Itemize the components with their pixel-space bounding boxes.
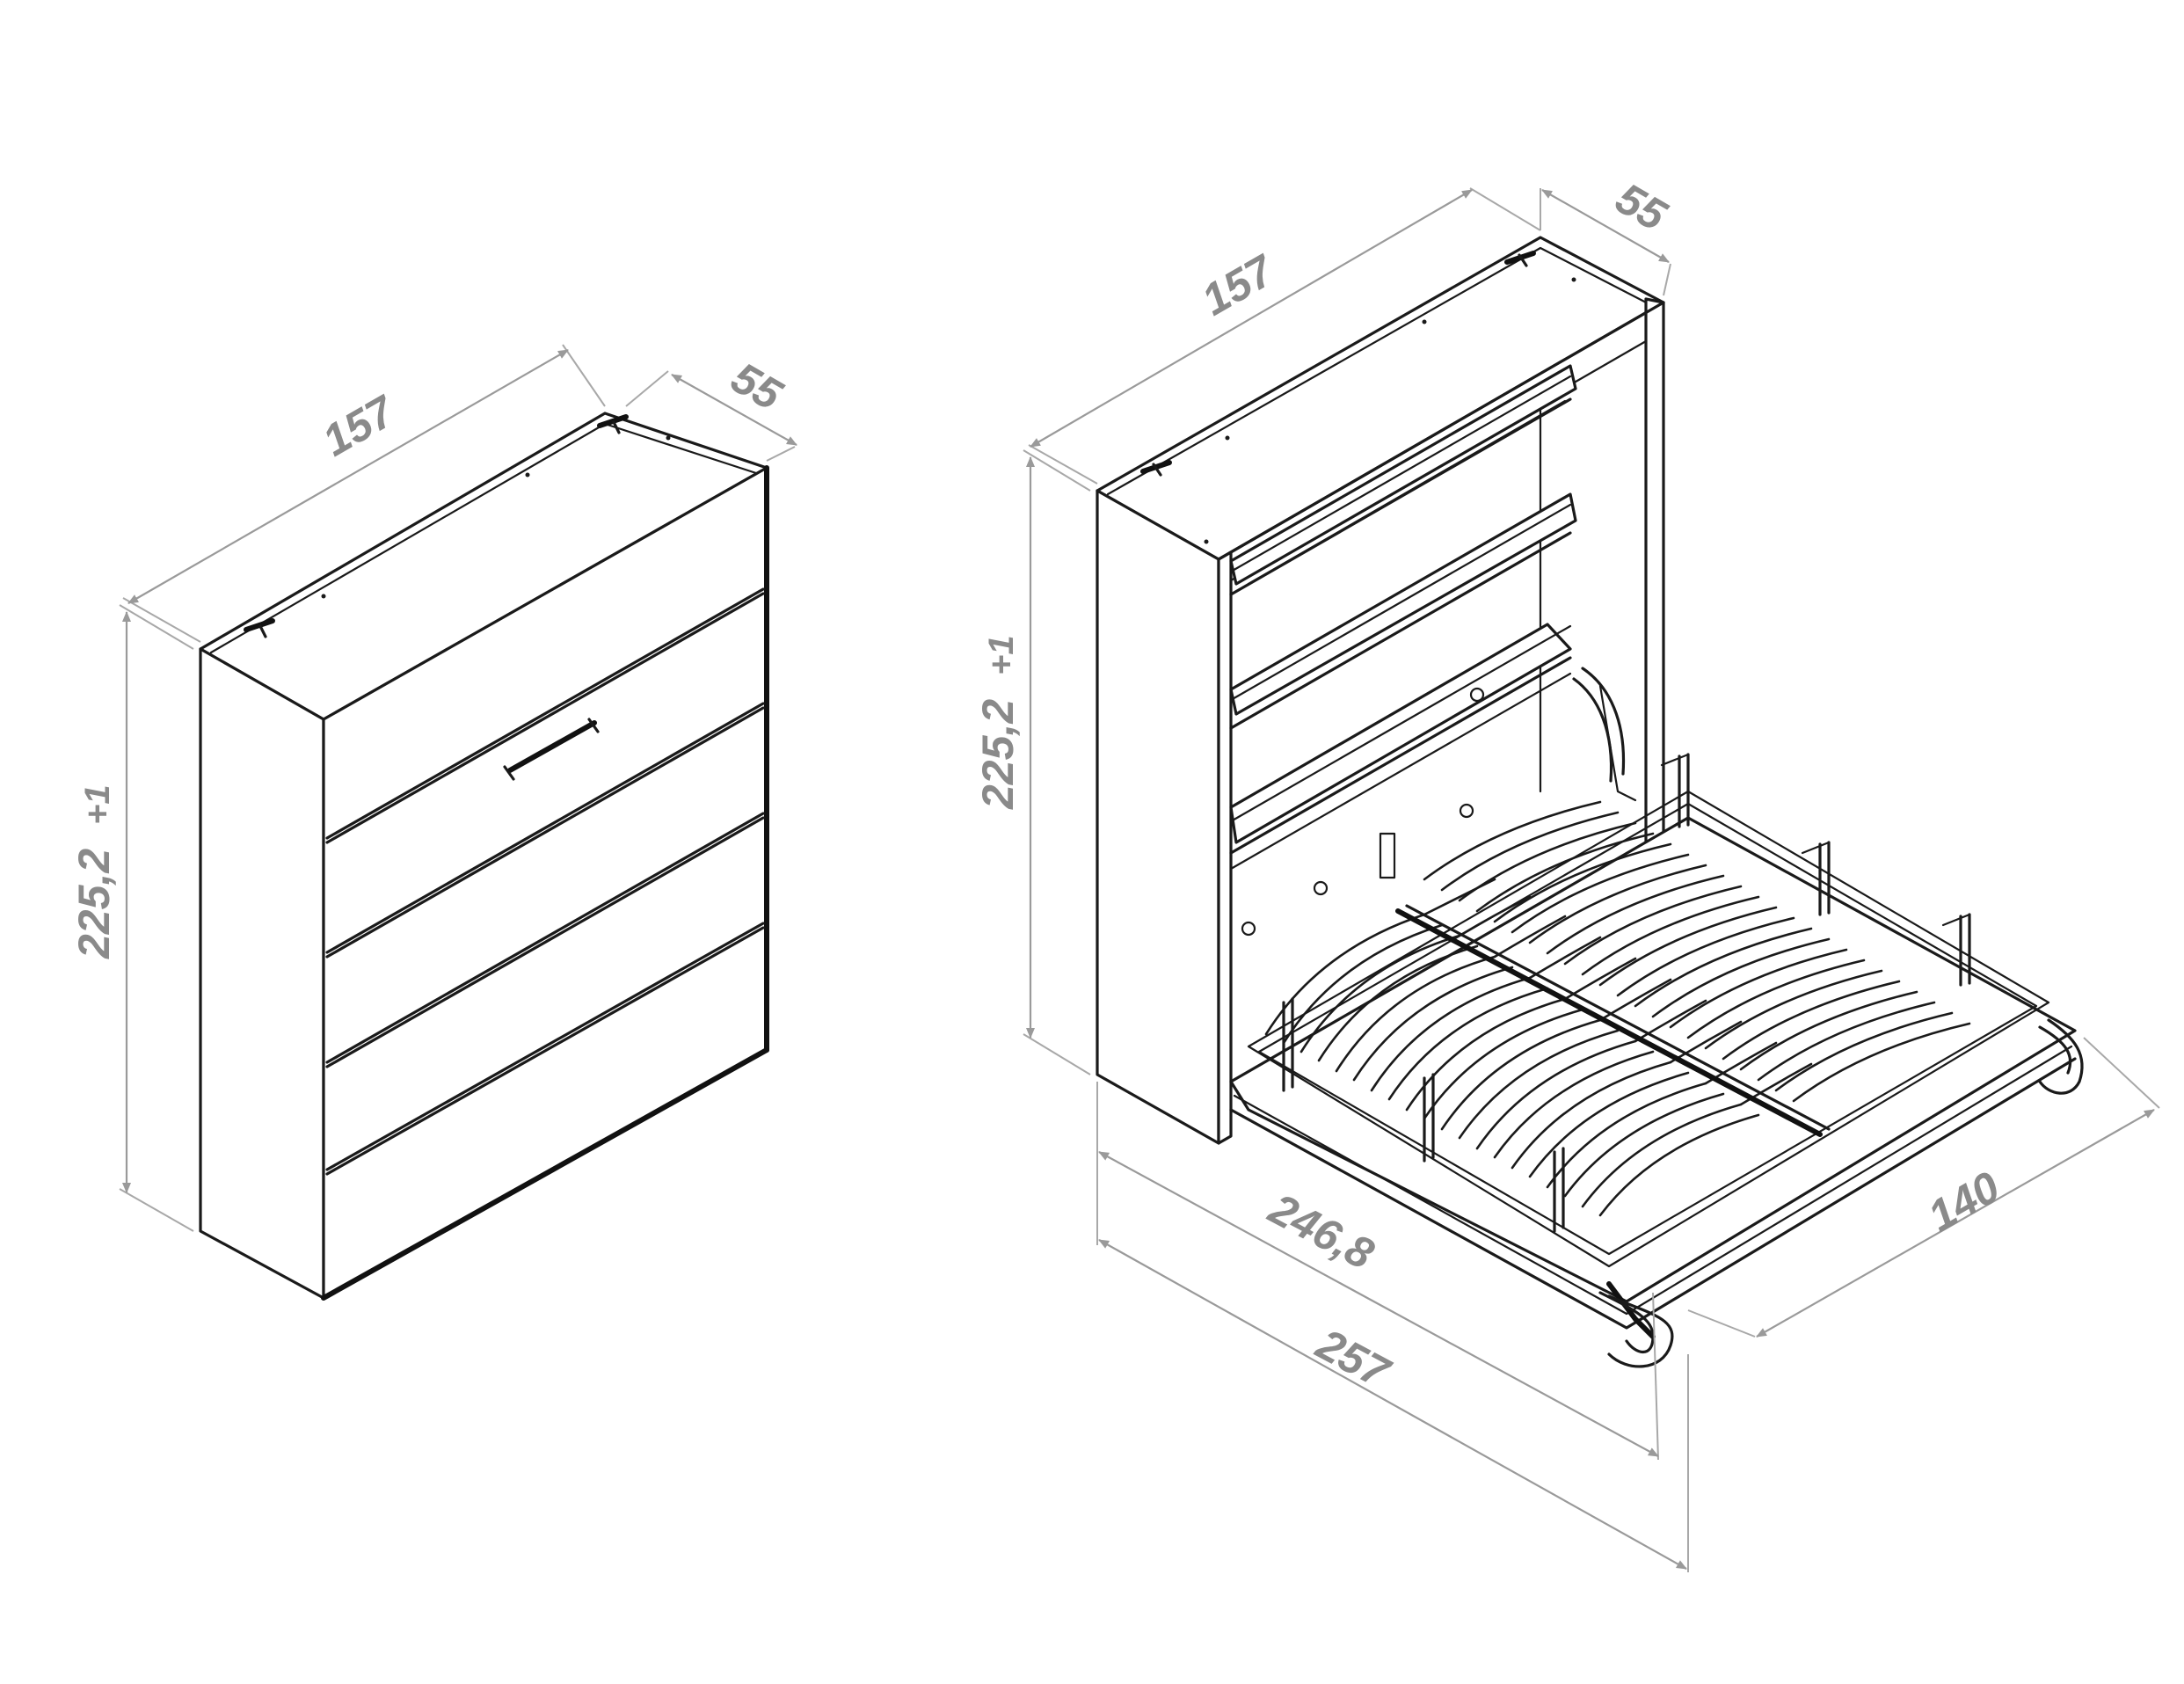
right-height-label: 225,2 — [973, 699, 1023, 810]
rail-2 — [1229, 492, 1577, 730]
top-fitting-icon — [1140, 251, 1576, 544]
right-width-label: 157 — [1194, 244, 1284, 324]
right-total-length-label: 257 — [1308, 1319, 1399, 1398]
right-mattress-length-label: 246,8 — [1261, 1184, 1382, 1279]
right-depth-label: 55 — [1608, 173, 1676, 241]
right-bed-width-label: 140 — [1920, 1162, 2008, 1241]
right-height-tolerance: +1 — [982, 635, 1021, 675]
slats-right — [1423, 800, 1971, 1103]
left-width-label: 157 — [315, 385, 404, 465]
rail-3 — [1229, 623, 1572, 871]
left-height-tolerance: +1 — [78, 784, 117, 825]
closed-cabinet — [199, 412, 769, 1301]
left-height-label: 225,2 — [69, 849, 119, 959]
handle-icon — [503, 718, 600, 781]
